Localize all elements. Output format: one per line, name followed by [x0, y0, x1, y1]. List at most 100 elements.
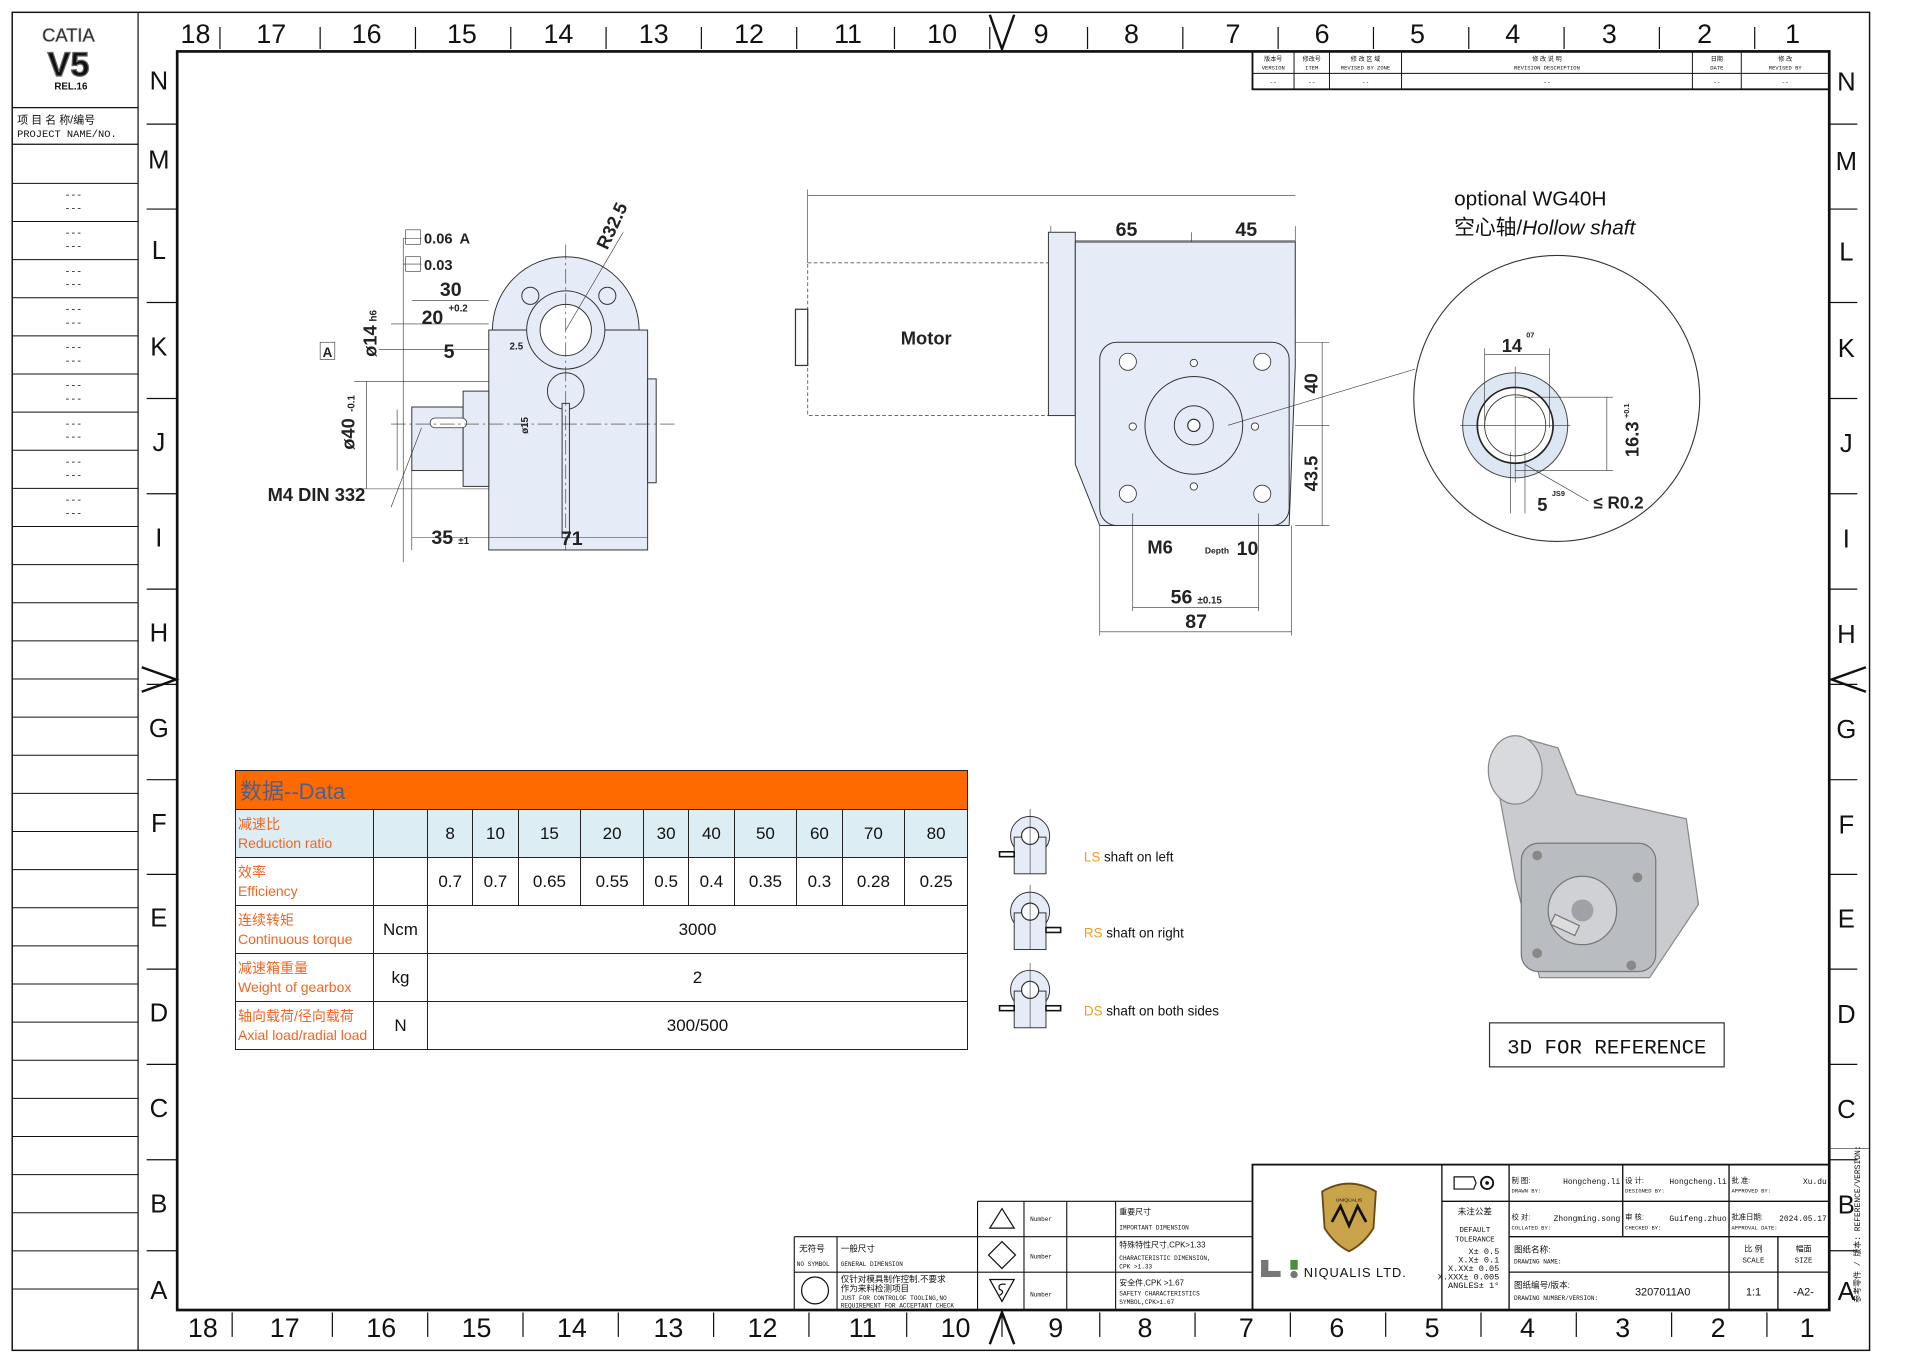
svg-text:07: 07	[1526, 330, 1534, 339]
svg-text:空心轴/Hollow shaft: 空心轴/Hollow shaft	[1454, 217, 1636, 240]
row-label: B	[1838, 1191, 1855, 1219]
row-label-en: Continuous torque	[238, 930, 353, 947]
drawn-label-cn: 制 图:	[1512, 1176, 1531, 1185]
column-label: 6	[1329, 1313, 1344, 1343]
svg-text:Number: Number	[1030, 1216, 1052, 1223]
svg-text:0.03: 0.03	[424, 258, 453, 274]
column-label: 7	[1225, 19, 1240, 49]
row-label: B	[150, 1190, 167, 1218]
data-table-title: 数据--Data	[235, 770, 968, 810]
tolerance-value: X.XX± 0.05	[1448, 1264, 1499, 1274]
svg-text:IMPORTANT DIMENSION: IMPORTANT DIMENSION	[1119, 1224, 1189, 1231]
svg-text:±1: ±1	[458, 536, 469, 547]
revision-value: --	[1713, 79, 1720, 86]
value-cell: 50	[733, 809, 798, 858]
projection-symbol-icon	[1453, 1175, 1495, 1190]
svg-text:REQUIREMENT FOR ACCEPTANT CHEC: REQUIREMENT FOR ACCEPTANT CHECK	[841, 1303, 955, 1310]
svg-text:Depth: Depth	[1205, 546, 1229, 556]
row-label: 减速比 Reduction ratio	[235, 809, 374, 858]
row-label: I	[1843, 526, 1850, 554]
revision-header-en: DATE	[1710, 65, 1723, 72]
project-entry: ---	[65, 470, 83, 481]
catia-logo: CATIA V5 REL.16	[42, 24, 96, 92]
row-label-en: Axial load/radial load	[238, 1026, 368, 1043]
collated-label-cn: 校 对:	[1512, 1213, 1531, 1222]
svg-text:0.06: 0.06	[424, 231, 453, 247]
svg-text:-0.1: -0.1	[346, 394, 357, 411]
right-shaft-icon	[1045, 1004, 1062, 1012]
row-label: M	[148, 147, 169, 175]
revision-header-en: REVISION DESCRIPTION	[1514, 65, 1580, 72]
column-label: 1	[1800, 1313, 1815, 1343]
column-label: 11	[834, 19, 862, 49]
project-label-cn: 项 目 名 称/编号	[17, 113, 95, 127]
value-cell: 0.7	[472, 857, 519, 906]
center-mark-left	[141, 666, 180, 693]
svg-text:GENERAL DIMENSION: GENERAL DIMENSION	[841, 1261, 904, 1268]
row-label: F	[151, 810, 167, 838]
row-label: J	[1840, 430, 1853, 458]
value-cell: 20	[580, 809, 644, 858]
svg-text:SCALE: SCALE	[1742, 1257, 1765, 1265]
svg-text:2.5: 2.5	[510, 342, 524, 353]
row-label-cn: 连续转矩	[238, 911, 294, 928]
svg-text:≤ R0.2: ≤ R0.2	[1593, 493, 1643, 512]
row-label-cn: 减速比	[238, 815, 280, 832]
value-cell: 300/500	[427, 1001, 968, 1050]
right-shaft-icon	[1045, 926, 1062, 934]
svg-text:SIZE: SIZE	[1795, 1257, 1813, 1265]
row-label: I	[155, 524, 162, 552]
svg-text:JS9: JS9	[1552, 489, 1565, 498]
row-label: H	[1837, 621, 1856, 649]
project-entry: ---	[65, 190, 83, 201]
project-entry: ---	[65, 266, 83, 277]
svg-text:h6: h6	[368, 310, 379, 322]
project-rows: ----------------------------------------…	[12, 143, 139, 1290]
svg-text:JUST FOR CONTROLOF TOOLING,NO: JUST FOR CONTROLOF TOOLING,NO	[841, 1295, 947, 1302]
tolerance-value: ANGLES± 1°	[1448, 1281, 1499, 1291]
svg-text:71: 71	[561, 528, 583, 550]
svg-text:图纸名称:: 图纸名称:	[1514, 1244, 1551, 1255]
value-cell: 0.7	[426, 857, 474, 906]
svg-text:REL.16: REL.16	[54, 81, 88, 92]
row-label-cn: 效率	[238, 863, 266, 880]
drawn-value: Hongcheng.li	[1563, 1178, 1620, 1187]
column-label: 2	[1697, 19, 1712, 49]
row-label: E	[150, 904, 167, 932]
column-label: 2	[1711, 1313, 1726, 1343]
svg-text:一般尺寸: 一般尺寸	[841, 1242, 876, 1253]
svg-text:R32.5: R32.5	[592, 199, 632, 252]
drawing-number: 3207011A0	[1635, 1286, 1690, 1298]
column-label: 12	[748, 1313, 778, 1343]
svg-text:5: 5	[1537, 494, 1547, 515]
gearbox-3d-image	[1487, 735, 1700, 979]
size-value: -A2-	[1793, 1286, 1814, 1298]
svg-text:+0.1: +0.1	[1622, 404, 1631, 418]
value-cell: 10	[472, 809, 519, 858]
svg-text:DRAWING NUMBER/VERSION:: DRAWING NUMBER/VERSION:	[1514, 1295, 1598, 1302]
column-label: 7	[1239, 1313, 1254, 1343]
detail-title: optional WG40H	[1454, 187, 1606, 210]
row-label: D	[1837, 1001, 1856, 1029]
left-shaft-icon	[998, 850, 1016, 858]
project-entry: ---	[65, 381, 83, 392]
svg-text:14: 14	[1502, 335, 1523, 356]
value-cell: 8	[426, 809, 474, 858]
collated-value: Zhongming.song	[1554, 1215, 1621, 1224]
designed-value: Hongcheng.li	[1669, 1178, 1726, 1187]
column-label: 18	[181, 19, 211, 49]
row-label: C	[150, 1095, 169, 1123]
row-label-en: Reduction ratio	[238, 834, 333, 851]
project-entry: ---	[65, 318, 83, 329]
row-label: C	[1837, 1096, 1856, 1124]
column-label: 14	[557, 1313, 587, 1343]
column-label: 4	[1520, 1313, 1535, 1343]
